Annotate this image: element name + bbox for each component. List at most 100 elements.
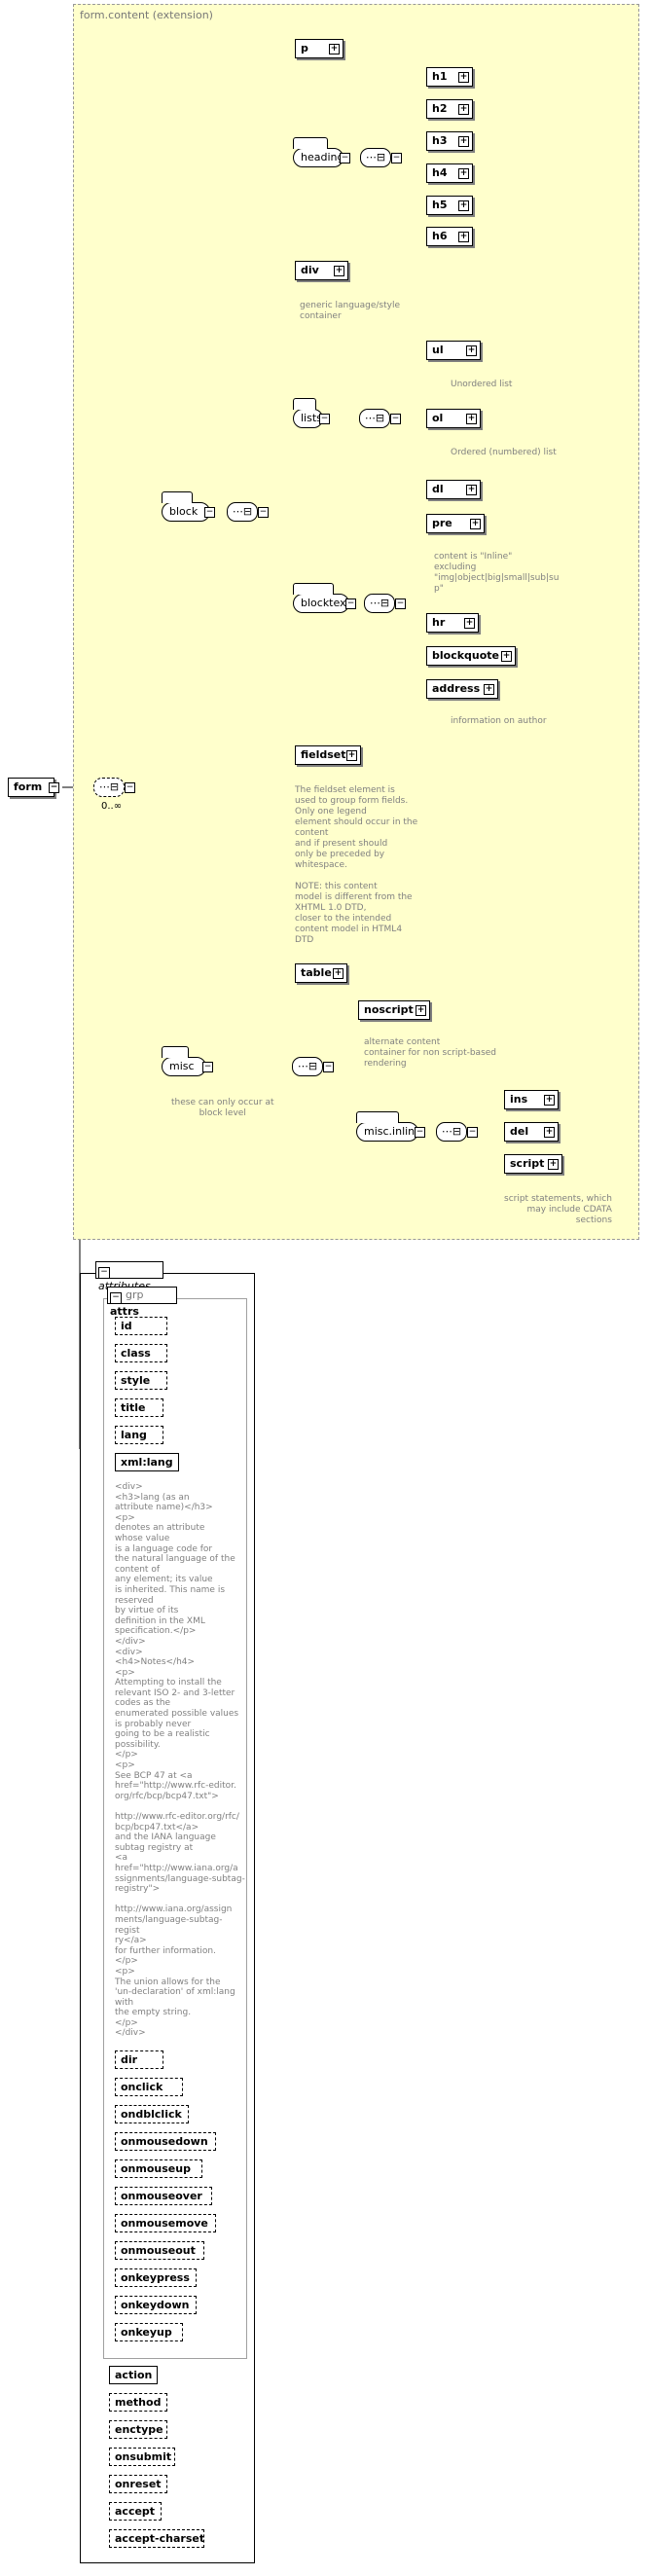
plus-icon[interactable]: + [466,414,477,424]
attr-onkeypress[interactable]: onkeypress [115,2268,197,2287]
block-group[interactable]: block − [162,491,215,522]
expand-icon[interactable]: − [415,1127,425,1138]
expand-icon[interactable]: − [202,1062,213,1072]
hr-element[interactable]: hr + [426,613,479,633]
ul-doc: Unordered list [451,380,513,389]
attr-title[interactable]: title [115,1398,163,1417]
plus-icon[interactable]: + [470,519,481,529]
misc-group[interactable]: misc − [162,1046,213,1076]
choice-compositor[interactable]: ⋯⊟ [93,778,125,797]
attr-onmousedown[interactable]: onmousedown [115,2132,216,2151]
block-choice[interactable]: ⋯⊟ [227,502,258,522]
attr-lang[interactable]: lang [115,1426,163,1444]
attr-onmouseup[interactable]: onmouseup [115,2159,202,2178]
attr-ondblclick[interactable]: ondblclick [115,2105,189,2123]
expand-icon[interactable]: − [345,599,356,609]
attr-method[interactable]: method [109,2393,167,2412]
expand-icon[interactable]: − [340,153,350,163]
lists-choice[interactable]: ⋯⊟ [359,409,390,428]
fieldset-element[interactable]: fieldset + [295,745,361,765]
plus-icon[interactable]: + [458,168,469,179]
attr-onmouseover[interactable]: onmouseover [115,2187,212,2205]
attr-dir[interactable]: dir [115,2050,163,2069]
attr-enctype[interactable]: enctype [109,2420,167,2439]
plus-icon[interactable]: + [466,345,477,356]
misc-inline-choice[interactable]: ⋯⊟ [436,1122,467,1142]
plus-icon[interactable]: + [544,1095,555,1106]
attr-onmousemove[interactable]: onmousemove [115,2214,216,2232]
plus-icon[interactable]: + [464,618,475,629]
ul-element[interactable]: ul + [426,341,481,360]
plus-icon[interactable]: + [458,200,469,211]
collapse-icon[interactable]: − [391,153,402,163]
attrs-group-tab[interactable]: −grp attrs [107,1287,177,1318]
plus-icon[interactable]: + [548,1159,559,1170]
h4-element[interactable]: h4 + [426,163,473,183]
attr-accept-charset[interactable]: accept-charset [109,2529,204,2548]
heading-group[interactable]: heading − [293,137,350,167]
plus-icon[interactable]: + [466,485,477,495]
script-element[interactable]: script + [504,1154,562,1174]
blocktext-choice[interactable]: ⋯⊟ [364,594,395,613]
expand-icon[interactable]: − [49,782,59,793]
plus-icon[interactable]: + [329,44,340,54]
h2-element[interactable]: h2 + [426,99,473,119]
collapse-icon[interactable]: − [258,507,269,518]
attributes-tab[interactable]: −attributes [95,1261,163,1292]
h6-element[interactable]: h6 + [426,227,473,246]
collapse-icon[interactable]: − [390,414,401,424]
address-element[interactable]: address + [426,679,498,699]
heading-choice[interactable]: ⋯⊟ [360,148,391,167]
expand-icon[interactable]: − [204,507,215,518]
attr-onsubmit[interactable]: onsubmit [109,2448,175,2466]
table-element[interactable]: table + [295,963,347,983]
lists-group[interactable]: lists − [293,398,330,428]
blockquote-element[interactable]: blockquote + [426,646,516,666]
attr-onreset[interactable]: onreset [109,2475,167,2493]
div-element[interactable]: div + [295,261,348,280]
attr-action[interactable]: action [109,2366,158,2384]
attr-id[interactable]: id [115,1317,167,1335]
del-element[interactable]: del + [504,1122,559,1142]
plus-icon[interactable]: + [416,1005,426,1016]
misc-inline-group[interactable]: misc.inline − [356,1111,425,1142]
expand-icon[interactable]: − [319,414,330,424]
noscript-element[interactable]: noscript + [358,1000,430,1020]
collapse-icon[interactable]: − [125,782,135,793]
plus-icon[interactable]: + [458,136,469,147]
form-element[interactable]: form − [8,778,59,797]
attr-style[interactable]: style [115,1371,167,1390]
attr-onkeyup[interactable]: onkeyup [115,2323,183,2341]
attr-onmouseout[interactable]: onmouseout [115,2241,204,2260]
plus-icon[interactable]: + [484,684,494,695]
plus-icon[interactable]: + [334,266,344,276]
h1-element[interactable]: h1 + [426,67,473,87]
plus-icon[interactable]: + [501,651,512,662]
collapse-icon[interactable]: − [98,1267,110,1279]
collapse-icon[interactable]: − [395,599,406,609]
ol-element[interactable]: ol + [426,409,481,428]
plus-icon[interactable]: + [458,104,469,115]
attr-onkeydown[interactable]: onkeydown [115,2296,197,2314]
collapse-icon[interactable]: − [323,1062,334,1072]
ins-element[interactable]: ins + [504,1090,559,1109]
collapse-icon[interactable]: − [467,1127,478,1138]
attr-onclick[interactable]: onclick [115,2078,183,2096]
attr-xmllang[interactable]: xml:lang [115,1453,179,1471]
blocktext-group[interactable]: blocktext − [293,583,356,613]
group-tab [293,398,316,410]
plus-icon[interactable]: + [544,1127,555,1138]
plus-icon[interactable]: + [346,750,357,761]
dl-element[interactable]: dl + [426,480,481,499]
p-element[interactable]: p + [295,39,344,58]
plus-icon[interactable]: + [458,72,469,83]
pre-element[interactable]: pre + [426,514,485,533]
attr-accept[interactable]: accept [109,2502,162,2521]
collapse-icon[interactable]: − [110,1292,122,1304]
plus-icon[interactable]: + [458,232,469,242]
misc-choice[interactable]: ⋯⊟ [292,1057,323,1076]
attr-class[interactable]: class [115,1344,167,1362]
h5-element[interactable]: h5 + [426,196,473,215]
plus-icon[interactable]: + [333,968,344,979]
h3-element[interactable]: h3 + [426,131,473,151]
